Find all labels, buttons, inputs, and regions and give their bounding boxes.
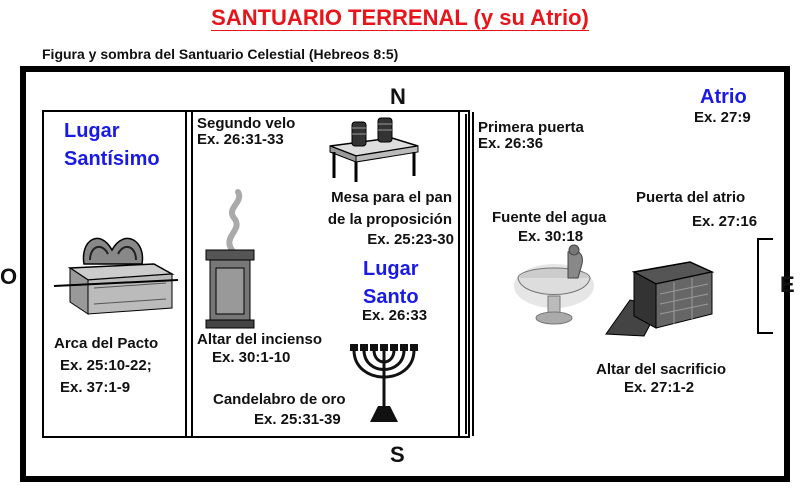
sacrifice-altar-ref: Ex. 27:1-2 xyxy=(624,379,695,396)
ark-ref-1: Ex. 25:10-22; xyxy=(60,357,152,374)
laver-illustration xyxy=(514,244,594,325)
ark-illustration xyxy=(53,237,179,315)
holy-place-title-2: Santo xyxy=(363,286,419,308)
direction-east: E xyxy=(780,272,795,297)
laver-label: Fuente del agua xyxy=(492,209,607,226)
atrio-ref: Ex. 27:9 xyxy=(694,109,751,126)
ark-ref-2: Ex. 37:1-9 xyxy=(60,379,131,396)
most-holy-title-2: Santísimo xyxy=(64,148,160,170)
second-veil-line xyxy=(185,110,193,438)
incense-altar-illustration xyxy=(205,189,255,329)
court-gate-ref: Ex. 27:16 xyxy=(692,213,758,230)
holy-place-title-1: Lugar xyxy=(363,258,419,280)
court-gate-label: Puerta del atrio xyxy=(636,189,746,206)
showbread-table-illustration xyxy=(329,117,419,182)
first-door-lines xyxy=(458,112,474,436)
subtitle: Figura y sombra del Santuario Celestial … xyxy=(42,46,399,62)
second-veil-ref: Ex. 26:31-33 xyxy=(197,131,284,148)
ark-label: Arca del Pacto xyxy=(54,335,159,352)
direction-south: S xyxy=(390,442,405,467)
first-door-inner-line xyxy=(465,114,467,434)
atrio-title: Atrio xyxy=(700,86,747,108)
direction-north: N xyxy=(390,84,406,109)
most-holy-title-1: Lugar xyxy=(64,120,120,142)
direction-west: O xyxy=(0,264,18,289)
lampstand-ref: Ex. 25:31-39 xyxy=(254,411,341,428)
lampstand-illustration xyxy=(350,344,418,422)
page-title: SANTUARIO TERRENAL (y su Atrio) xyxy=(211,5,589,31)
table-ref: Ex. 25:23-30 xyxy=(367,231,454,248)
court-gate xyxy=(757,238,773,334)
first-door-label: Primera puerta xyxy=(478,119,584,136)
sacrifice-altar-illustration xyxy=(605,261,715,337)
holy-place-ref: Ex. 26:33 xyxy=(362,307,428,324)
second-veil-label: Segundo velo xyxy=(197,115,296,132)
table-label-2: de la proposición xyxy=(327,211,452,228)
incense-altar-label: Altar del incienso xyxy=(197,331,323,348)
tabernacle-outline xyxy=(42,110,470,438)
sacrifice-altar-label: Altar del sacrificio xyxy=(596,361,727,378)
table-label-1: Mesa para el pan xyxy=(331,189,452,206)
laver-ref: Ex. 30:18 xyxy=(518,228,584,245)
incense-altar-ref: Ex. 30:1-10 xyxy=(212,349,291,366)
first-door-ref: Ex. 26:36 xyxy=(478,135,544,152)
court-outline xyxy=(20,66,790,482)
lampstand-label: Candelabro de oro xyxy=(213,391,346,408)
